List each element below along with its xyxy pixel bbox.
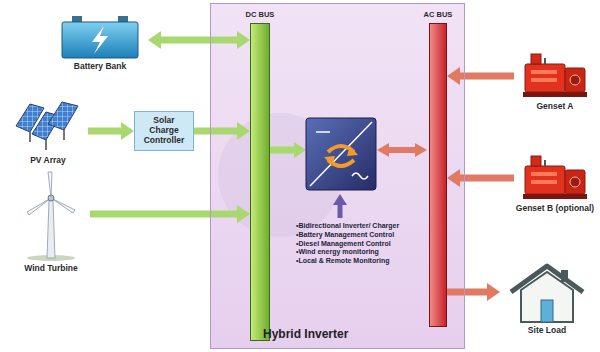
node-label: Hybrid Inverter bbox=[263, 328, 348, 342]
dc-bus-bar: DC BUS bbox=[250, 23, 270, 341]
power-flow-arrow bbox=[161, 37, 237, 44]
power-flow-arrow bbox=[194, 128, 237, 135]
battery-icon bbox=[58, 14, 142, 60]
control-head bbox=[333, 194, 347, 205]
ac-symbol bbox=[352, 173, 368, 179]
pv-array-icon bbox=[12, 96, 84, 154]
ac-link-head bbox=[377, 143, 389, 157]
dc-link-arrow bbox=[270, 147, 295, 154]
power-flow-arrow bbox=[88, 128, 121, 135]
power-flow-arrow bbox=[447, 289, 487, 296]
node-label: DC BUS bbox=[246, 11, 275, 20]
node-label: Genset B (optional) bbox=[516, 204, 594, 214]
dc-link-head bbox=[294, 142, 306, 158]
ac-link-arrow bbox=[388, 147, 416, 153]
pv-array: PV Array bbox=[8, 96, 88, 166]
control-arrow bbox=[338, 204, 343, 218]
dc-symbol bbox=[316, 131, 330, 133]
inverter-block bbox=[306, 118, 376, 190]
flow-head bbox=[324, 156, 335, 166]
node-label: AC BUS bbox=[424, 11, 453, 20]
wind-turbine: Wind Turbine bbox=[12, 170, 90, 274]
power-flow-arrow bbox=[460, 73, 514, 80]
ac-bus-bar: AC BUS bbox=[429, 23, 447, 327]
charge-controller-box: Solar Charge Controller bbox=[134, 111, 194, 151]
feature-item: •Bidirectional Inverter/ Charger bbox=[296, 222, 424, 231]
genset-icon bbox=[519, 48, 591, 100]
feature-item: •Wind energy monitoring bbox=[296, 248, 424, 257]
node-label: Battery Bank bbox=[74, 62, 126, 72]
feature-item: •Battery Management Control bbox=[296, 231, 424, 240]
feature-item: •Local & Remote Monitoring bbox=[296, 257, 424, 266]
inverter-diagonal bbox=[310, 122, 372, 186]
genset-a: Genset A bbox=[514, 48, 596, 112]
feature-item: •Diesel Management Control bbox=[296, 240, 424, 249]
hybrid-inverter-panel: Hybrid InverterDC BUSAC BUS bbox=[210, 3, 465, 349]
node-label: Site Load bbox=[528, 326, 566, 336]
genset-icon bbox=[519, 150, 591, 202]
power-flow-arrow bbox=[460, 175, 514, 182]
node-label: PV Array bbox=[30, 156, 66, 166]
wind-turbine-icon bbox=[21, 170, 81, 262]
house-icon bbox=[505, 262, 589, 324]
battery-bank: Battery Bank bbox=[52, 14, 148, 72]
ac-link-head bbox=[415, 143, 427, 157]
power-flow-arrow bbox=[90, 211, 237, 218]
flow-head bbox=[347, 146, 358, 156]
node-label: Wind Turbine bbox=[24, 264, 78, 274]
node-label: Genset A bbox=[536, 102, 573, 112]
node-label: Solar Charge Controller bbox=[138, 116, 190, 145]
genset-b: Genset B (optional) bbox=[514, 150, 596, 214]
site-load: Site Load bbox=[500, 262, 594, 336]
